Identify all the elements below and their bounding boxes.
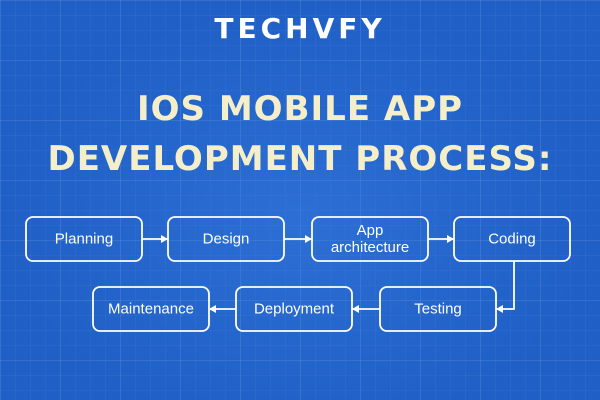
step-label: Design [203, 231, 250, 248]
step-label: architecture [331, 239, 409, 256]
step-node-planning: Planning [25, 216, 143, 262]
step-node-maintenance: Maintenance [92, 286, 210, 332]
step-label: Planning [55, 231, 113, 248]
techvfy-logo: TECHVFY [214, 12, 386, 45]
title-line-1: IOS MOBILE APP [136, 89, 464, 129]
step-node-testing: Testing [379, 286, 497, 332]
step-box [167, 216, 285, 262]
flow-arrow [496, 261, 515, 313]
step-label: App [357, 222, 384, 239]
step-node-coding: Coding [453, 216, 571, 262]
step-box [235, 286, 353, 332]
step-node-design: Design [167, 216, 285, 262]
step-label: Deployment [254, 301, 335, 318]
title-line-2: DEVELOPMENT PROCESS: [47, 139, 553, 179]
step-label: Testing [414, 301, 462, 318]
step-box [25, 216, 143, 262]
step-box [311, 216, 429, 262]
step-label: Maintenance [108, 301, 194, 318]
step-node-deployment: Deployment [235, 286, 353, 332]
step-box [453, 216, 571, 262]
step-box [379, 286, 497, 332]
step-box [92, 286, 210, 332]
step-label: Coding [488, 231, 536, 248]
